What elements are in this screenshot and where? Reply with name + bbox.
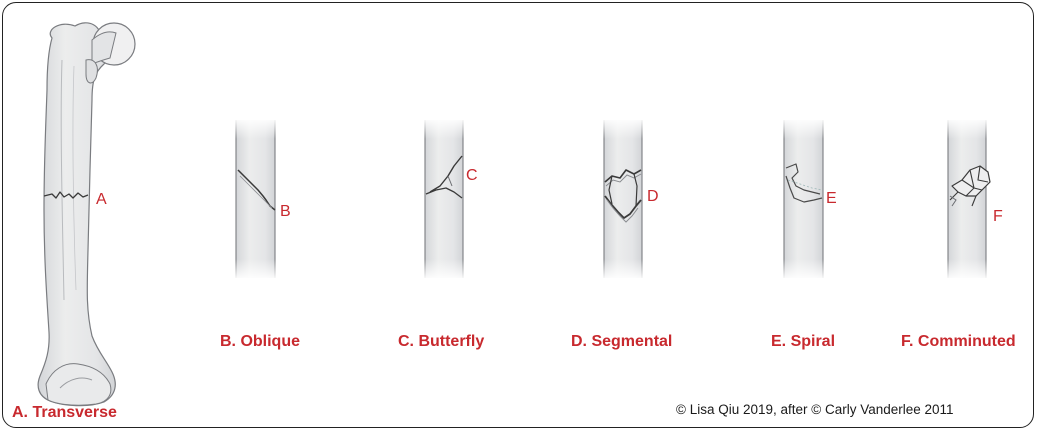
caption-comminuted: F. Comminuted bbox=[901, 333, 1016, 350]
oblique-fracture-line bbox=[237, 169, 276, 211]
femur-shaft bbox=[37, 22, 116, 407]
comminuted-fragments bbox=[951, 165, 991, 197]
butterfly-fracture-lower bbox=[425, 187, 463, 199]
caption-oblique: B. Oblique bbox=[220, 333, 300, 350]
segmental-fracture-lower-2 bbox=[606, 199, 639, 223]
femur-shaft-line-2 bbox=[72, 65, 77, 291]
caption-segmental: D. Segmental bbox=[571, 333, 673, 350]
figure-frame bbox=[2, 2, 1034, 428]
caption-spiral: E. Spiral bbox=[771, 333, 836, 350]
segmental-fracture-upper bbox=[604, 169, 642, 183]
segmental-side-split-2 bbox=[633, 173, 638, 207]
oblique-fracture-edge bbox=[239, 175, 273, 209]
distal-condyles bbox=[45, 363, 112, 406]
shaft-comminuted bbox=[946, 120, 991, 278]
greater-trochanter bbox=[85, 59, 98, 84]
shaft-spiral bbox=[782, 120, 825, 278]
shaft-fade bbox=[234, 120, 277, 278]
caption-butterfly: C. Butterfly bbox=[398, 333, 485, 350]
marker-a: A bbox=[96, 191, 107, 208]
comminuted-crack bbox=[949, 195, 957, 207]
condyle-notch bbox=[59, 377, 93, 389]
spiral-fracture-line bbox=[785, 163, 821, 195]
shaft-oblique bbox=[234, 120, 277, 278]
copyright-credit: © Lisa Qiu 2019, after © Carly Vanderlee… bbox=[676, 402, 954, 417]
shaft-fade bbox=[602, 120, 644, 278]
shaft-fade bbox=[423, 120, 465, 278]
caption-transverse: A. Transverse bbox=[12, 404, 117, 421]
marker-d: D bbox=[647, 188, 659, 205]
femur-shaft-line bbox=[60, 59, 65, 301]
marker-b: B bbox=[280, 203, 291, 220]
marker-f: F bbox=[993, 208, 1003, 225]
butterfly-fracture-edge bbox=[447, 175, 453, 187]
spiral-fracture-line-2 bbox=[785, 175, 823, 203]
shaft-fade bbox=[946, 120, 988, 278]
marker-c: C bbox=[466, 167, 478, 184]
marker-e: E bbox=[826, 190, 837, 207]
femur-transverse-fracture bbox=[37, 22, 136, 407]
comminuted-fragment-lines bbox=[949, 165, 989, 207]
shaft-butterfly bbox=[423, 120, 465, 278]
segmental-side-split bbox=[608, 175, 613, 205]
shaft-segmental bbox=[602, 120, 644, 278]
transverse-fracture-line bbox=[43, 191, 89, 199]
